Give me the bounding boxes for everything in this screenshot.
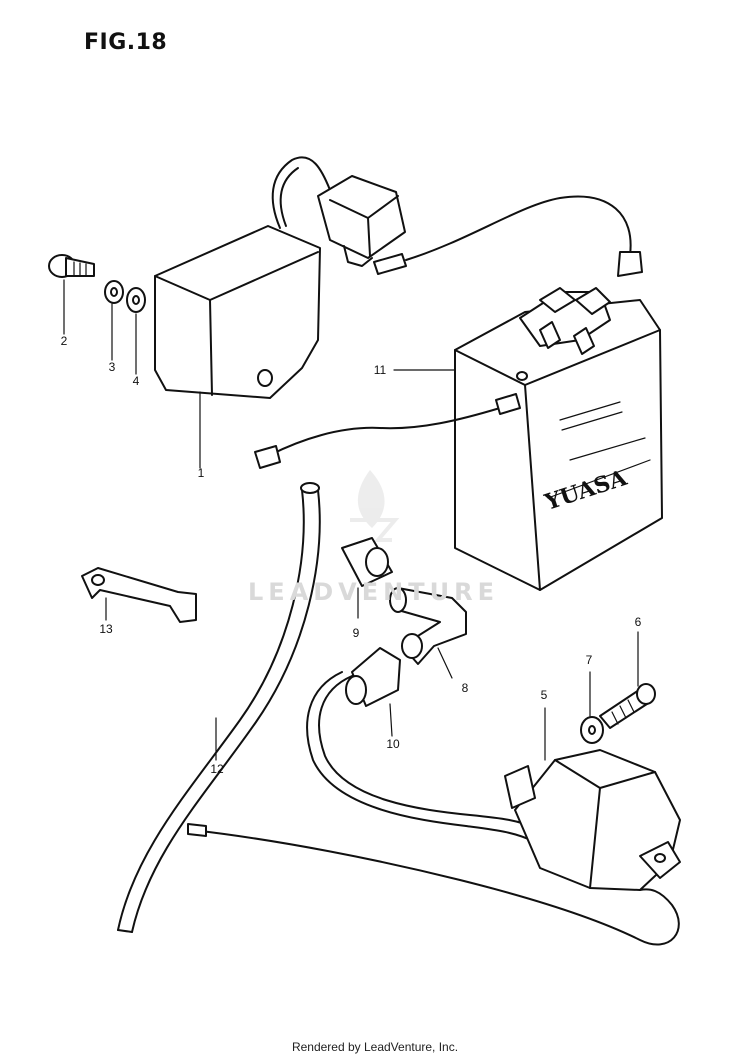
callout-1[interactable]: 1 (197, 466, 205, 480)
vent-tube-part[interactable] (117, 482, 321, 933)
figure-title: FIG.18 (84, 30, 168, 55)
callout-2[interactable]: 2 (60, 334, 68, 348)
callout-6[interactable]: 6 (634, 615, 642, 629)
callout-13[interactable]: 13 (99, 622, 113, 636)
boot-part[interactable] (345, 647, 401, 707)
footer-credit: Rendered by LeadVenture, Inc. (291, 1040, 459, 1054)
callout-11[interactable]: 11 (373, 363, 387, 377)
spark-plug-cap-part[interactable] (389, 587, 467, 665)
callout-12[interactable]: 12 (210, 762, 224, 776)
battery-part[interactable]: YUASA (254, 287, 663, 591)
flat-washer-part[interactable] (580, 716, 604, 744)
callout-3[interactable]: 3 (108, 360, 116, 374)
bolt-part[interactable] (48, 254, 95, 278)
callout-9[interactable]: 9 (352, 626, 360, 640)
callout-5[interactable]: 5 (540, 688, 548, 702)
callout-10[interactable]: 10 (386, 737, 400, 751)
callout-4[interactable]: 4 (132, 374, 140, 388)
screw-part[interactable] (599, 683, 656, 729)
ignition-coil-part[interactable] (187, 671, 681, 946)
bracket-part[interactable] (81, 567, 197, 623)
lock-washer-part[interactable] (126, 287, 146, 313)
plug-cap-seal-part[interactable] (341, 537, 393, 587)
control-unit-part[interactable] (154, 156, 643, 399)
callout-7[interactable]: 7 (585, 653, 593, 667)
callout-8[interactable]: 8 (461, 681, 469, 695)
watermark-text: LEADVENTURE (248, 578, 499, 606)
washer-part[interactable] (104, 280, 124, 304)
watermark-logo (350, 470, 400, 542)
leader-lines (63, 279, 639, 761)
